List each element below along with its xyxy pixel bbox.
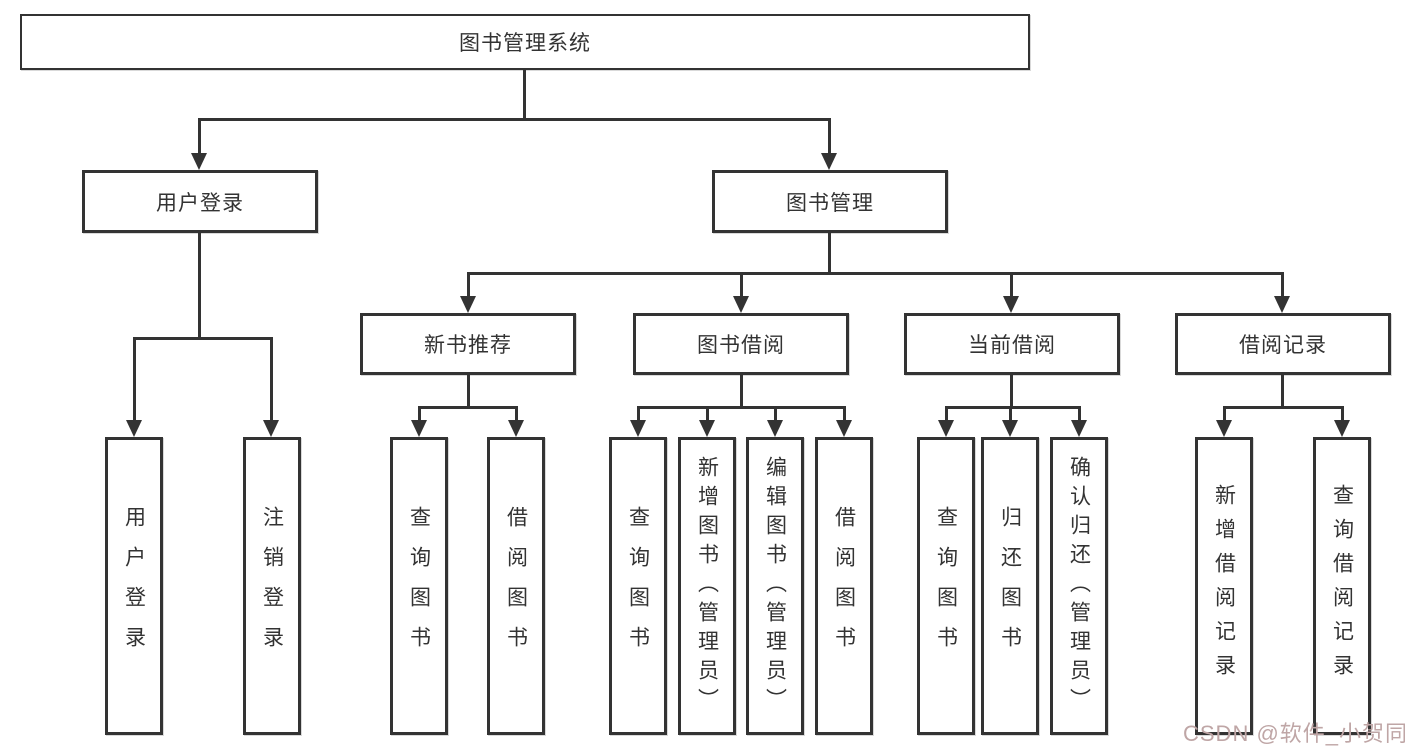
- leaf-borrow-books-1: 借阅图书: [487, 437, 545, 735]
- node-user-login-label: 用户登录: [156, 191, 244, 215]
- arrow-down-icon: [938, 420, 954, 437]
- arrow-down-icon: [126, 420, 142, 437]
- leaf-query-books-3-label: 查询图书: [934, 506, 958, 666]
- connector-line: [1281, 272, 1284, 298]
- arrow-down-icon: [733, 296, 749, 313]
- arrow-down-icon: [836, 420, 852, 437]
- leaf-borrow-books-2-label: 借阅图书: [832, 506, 856, 666]
- leaf-edit-books-admin: 编辑图书（管理员）: [746, 437, 804, 735]
- connector-line: [637, 406, 640, 422]
- connector-line: [1281, 375, 1284, 406]
- leaf-query-books-2-label: 查询图书: [626, 506, 650, 666]
- arrow-down-icon: [1274, 296, 1290, 313]
- connector-line: [515, 406, 518, 422]
- node-current-borrow: 当前借阅: [904, 313, 1120, 375]
- leaf-return-books: 归还图书: [981, 437, 1039, 735]
- arrow-down-icon: [508, 420, 524, 437]
- arrow-down-icon: [821, 153, 837, 170]
- leaf-user-login: 用户登录: [105, 437, 163, 735]
- arrow-down-icon: [1216, 420, 1232, 437]
- leaf-add-borrow-record: 新增借阅记录: [1195, 437, 1253, 735]
- connector-line: [133, 337, 136, 422]
- leaf-query-books-2: 查询图书: [609, 437, 667, 735]
- connector-line: [843, 406, 846, 422]
- leaf-add-books-admin-label: 新增图书（管理员）: [695, 455, 719, 717]
- connector-line: [1009, 406, 1012, 422]
- leaf-logout-label: 注销登录: [260, 506, 284, 666]
- csdn-watermark: CSDN @软件_小贺同学: [1183, 721, 1405, 746]
- connector-line: [1010, 375, 1013, 406]
- node-new-book-recommend-label: 新书推荐: [424, 334, 512, 357]
- connector-line: [828, 118, 831, 155]
- arrow-down-icon: [1334, 420, 1350, 437]
- node-current-borrow-label: 当前借阅: [968, 334, 1056, 357]
- connector-line: [523, 70, 526, 118]
- connector-line: [637, 406, 845, 409]
- connector-line: [133, 337, 273, 340]
- leaf-confirm-return-admin: 确认归还（管理员）: [1050, 437, 1108, 735]
- arrow-down-icon: [1071, 420, 1087, 437]
- node-book-borrow: 图书借阅: [633, 313, 849, 375]
- arrow-down-icon: [263, 420, 279, 437]
- arrow-down-icon: [1003, 296, 1019, 313]
- leaf-user-login-label: 用户登录: [122, 506, 146, 666]
- connector-line: [828, 233, 831, 272]
- arrow-down-icon: [699, 420, 715, 437]
- arrow-down-icon: [630, 420, 646, 437]
- connector-line: [1223, 406, 1226, 422]
- node-user-login: 用户登录: [82, 170, 318, 233]
- leaf-return-books-label: 归还图书: [998, 506, 1022, 666]
- connector-line: [418, 406, 518, 409]
- connector-line: [270, 337, 273, 422]
- node-book-borrow-label: 图书借阅: [697, 334, 785, 357]
- leaf-query-books-1: 查询图书: [390, 437, 448, 735]
- leaf-logout: 注销登录: [243, 437, 301, 735]
- node-book-management: 图书管理: [712, 170, 948, 233]
- connector-line: [1010, 272, 1013, 298]
- arrow-down-icon: [1002, 420, 1018, 437]
- connector-line: [467, 272, 470, 298]
- leaf-borrow-books-1-label: 借阅图书: [504, 506, 528, 666]
- leaf-confirm-return-admin-label: 确认归还（管理员）: [1067, 455, 1091, 717]
- arrow-down-icon: [191, 153, 207, 170]
- arrow-down-icon: [767, 420, 783, 437]
- connector-line: [1223, 406, 1344, 409]
- leaf-query-borrow-record: 查询借阅记录: [1313, 437, 1371, 735]
- connector-line: [418, 406, 421, 422]
- connector-line: [740, 272, 743, 298]
- leaf-add-books-admin: 新增图书（管理员）: [678, 437, 736, 735]
- connector-line: [706, 406, 709, 422]
- connector-line: [467, 272, 1284, 275]
- leaf-query-books-1-label: 查询图书: [407, 506, 431, 666]
- connector-line: [740, 375, 743, 406]
- connector-line: [774, 406, 777, 422]
- node-book-management-label: 图书管理: [786, 191, 874, 215]
- connector-line: [198, 233, 201, 337]
- node-borrow-records: 借阅记录: [1175, 313, 1391, 375]
- node-root: 图书管理系统: [20, 14, 1030, 70]
- leaf-query-borrow-record-label: 查询借阅记录: [1330, 484, 1354, 688]
- connector-line: [945, 406, 948, 422]
- leaf-add-borrow-record-label: 新增借阅记录: [1212, 484, 1236, 688]
- connector-line: [467, 375, 470, 406]
- node-root-label: 图书管理系统: [459, 32, 591, 55]
- node-new-book-recommend: 新书推荐: [360, 313, 576, 375]
- arrow-down-icon: [460, 296, 476, 313]
- leaf-edit-books-admin-label: 编辑图书（管理员）: [763, 455, 787, 717]
- connector-line: [198, 118, 831, 121]
- leaf-borrow-books-2: 借阅图书: [815, 437, 873, 735]
- arrow-down-icon: [411, 420, 427, 437]
- leaf-query-books-3: 查询图书: [917, 437, 975, 735]
- connector-line: [198, 118, 201, 155]
- connector-line: [945, 406, 1081, 409]
- connector-line: [1341, 406, 1344, 422]
- node-borrow-records-label: 借阅记录: [1239, 334, 1327, 357]
- connector-line: [1078, 406, 1081, 422]
